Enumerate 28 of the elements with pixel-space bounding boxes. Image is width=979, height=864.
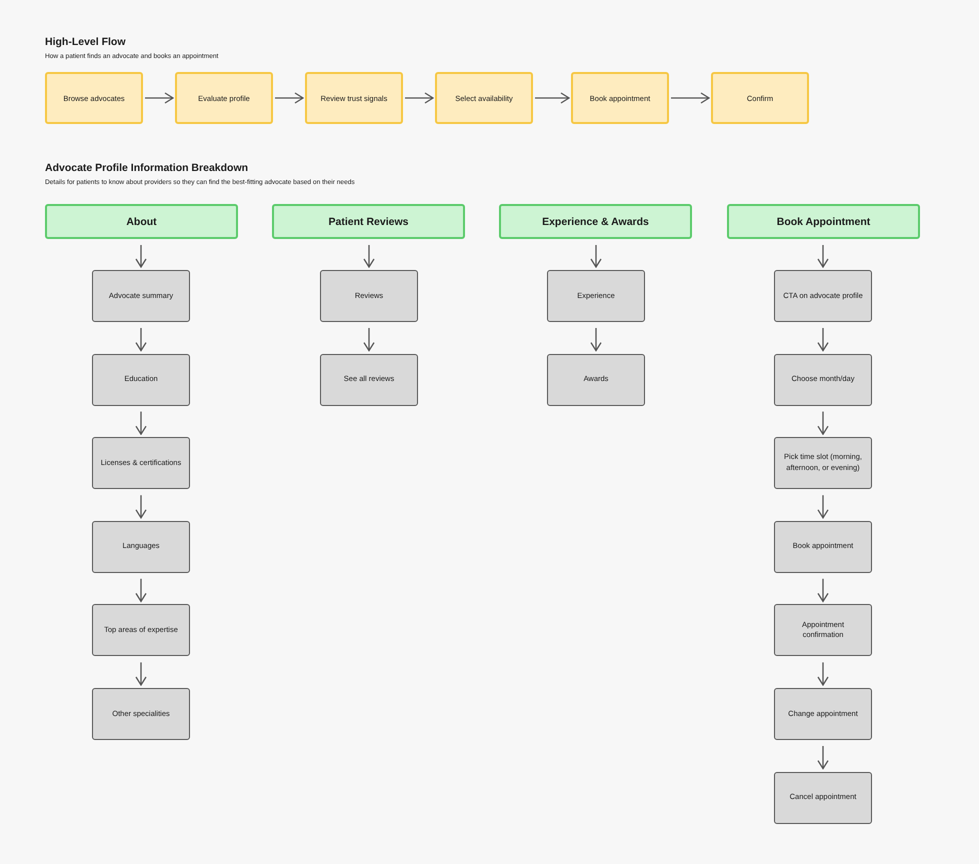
arrow bbox=[135, 578, 147, 602]
arrow bbox=[817, 245, 829, 268]
arrow bbox=[817, 412, 829, 435]
category-box: About bbox=[45, 204, 238, 239]
arrow bbox=[135, 495, 147, 518]
arrow bbox=[135, 245, 147, 268]
arrow bbox=[135, 662, 147, 686]
section-heading: High-Level Flow bbox=[45, 36, 126, 48]
arrow bbox=[135, 412, 147, 435]
arrow bbox=[535, 92, 570, 104]
arrow bbox=[590, 328, 602, 352]
arrow bbox=[817, 495, 829, 518]
category-box: Experience & Awards bbox=[499, 204, 692, 239]
arrow bbox=[817, 746, 829, 770]
arrow bbox=[817, 328, 829, 352]
arrow bbox=[145, 92, 174, 104]
section-heading: Advocate Profile Information Breakdown bbox=[45, 162, 248, 174]
arrow bbox=[590, 245, 602, 268]
category-box: Patient Reviews bbox=[272, 204, 465, 239]
arrow bbox=[363, 245, 375, 268]
arrow bbox=[275, 92, 304, 104]
arrow bbox=[405, 92, 434, 104]
arrow bbox=[135, 328, 147, 352]
arrow bbox=[817, 578, 829, 602]
arrow bbox=[671, 92, 710, 104]
category-box: Book Appointment bbox=[727, 204, 920, 239]
arrow bbox=[363, 328, 375, 352]
arrow bbox=[817, 662, 829, 686]
